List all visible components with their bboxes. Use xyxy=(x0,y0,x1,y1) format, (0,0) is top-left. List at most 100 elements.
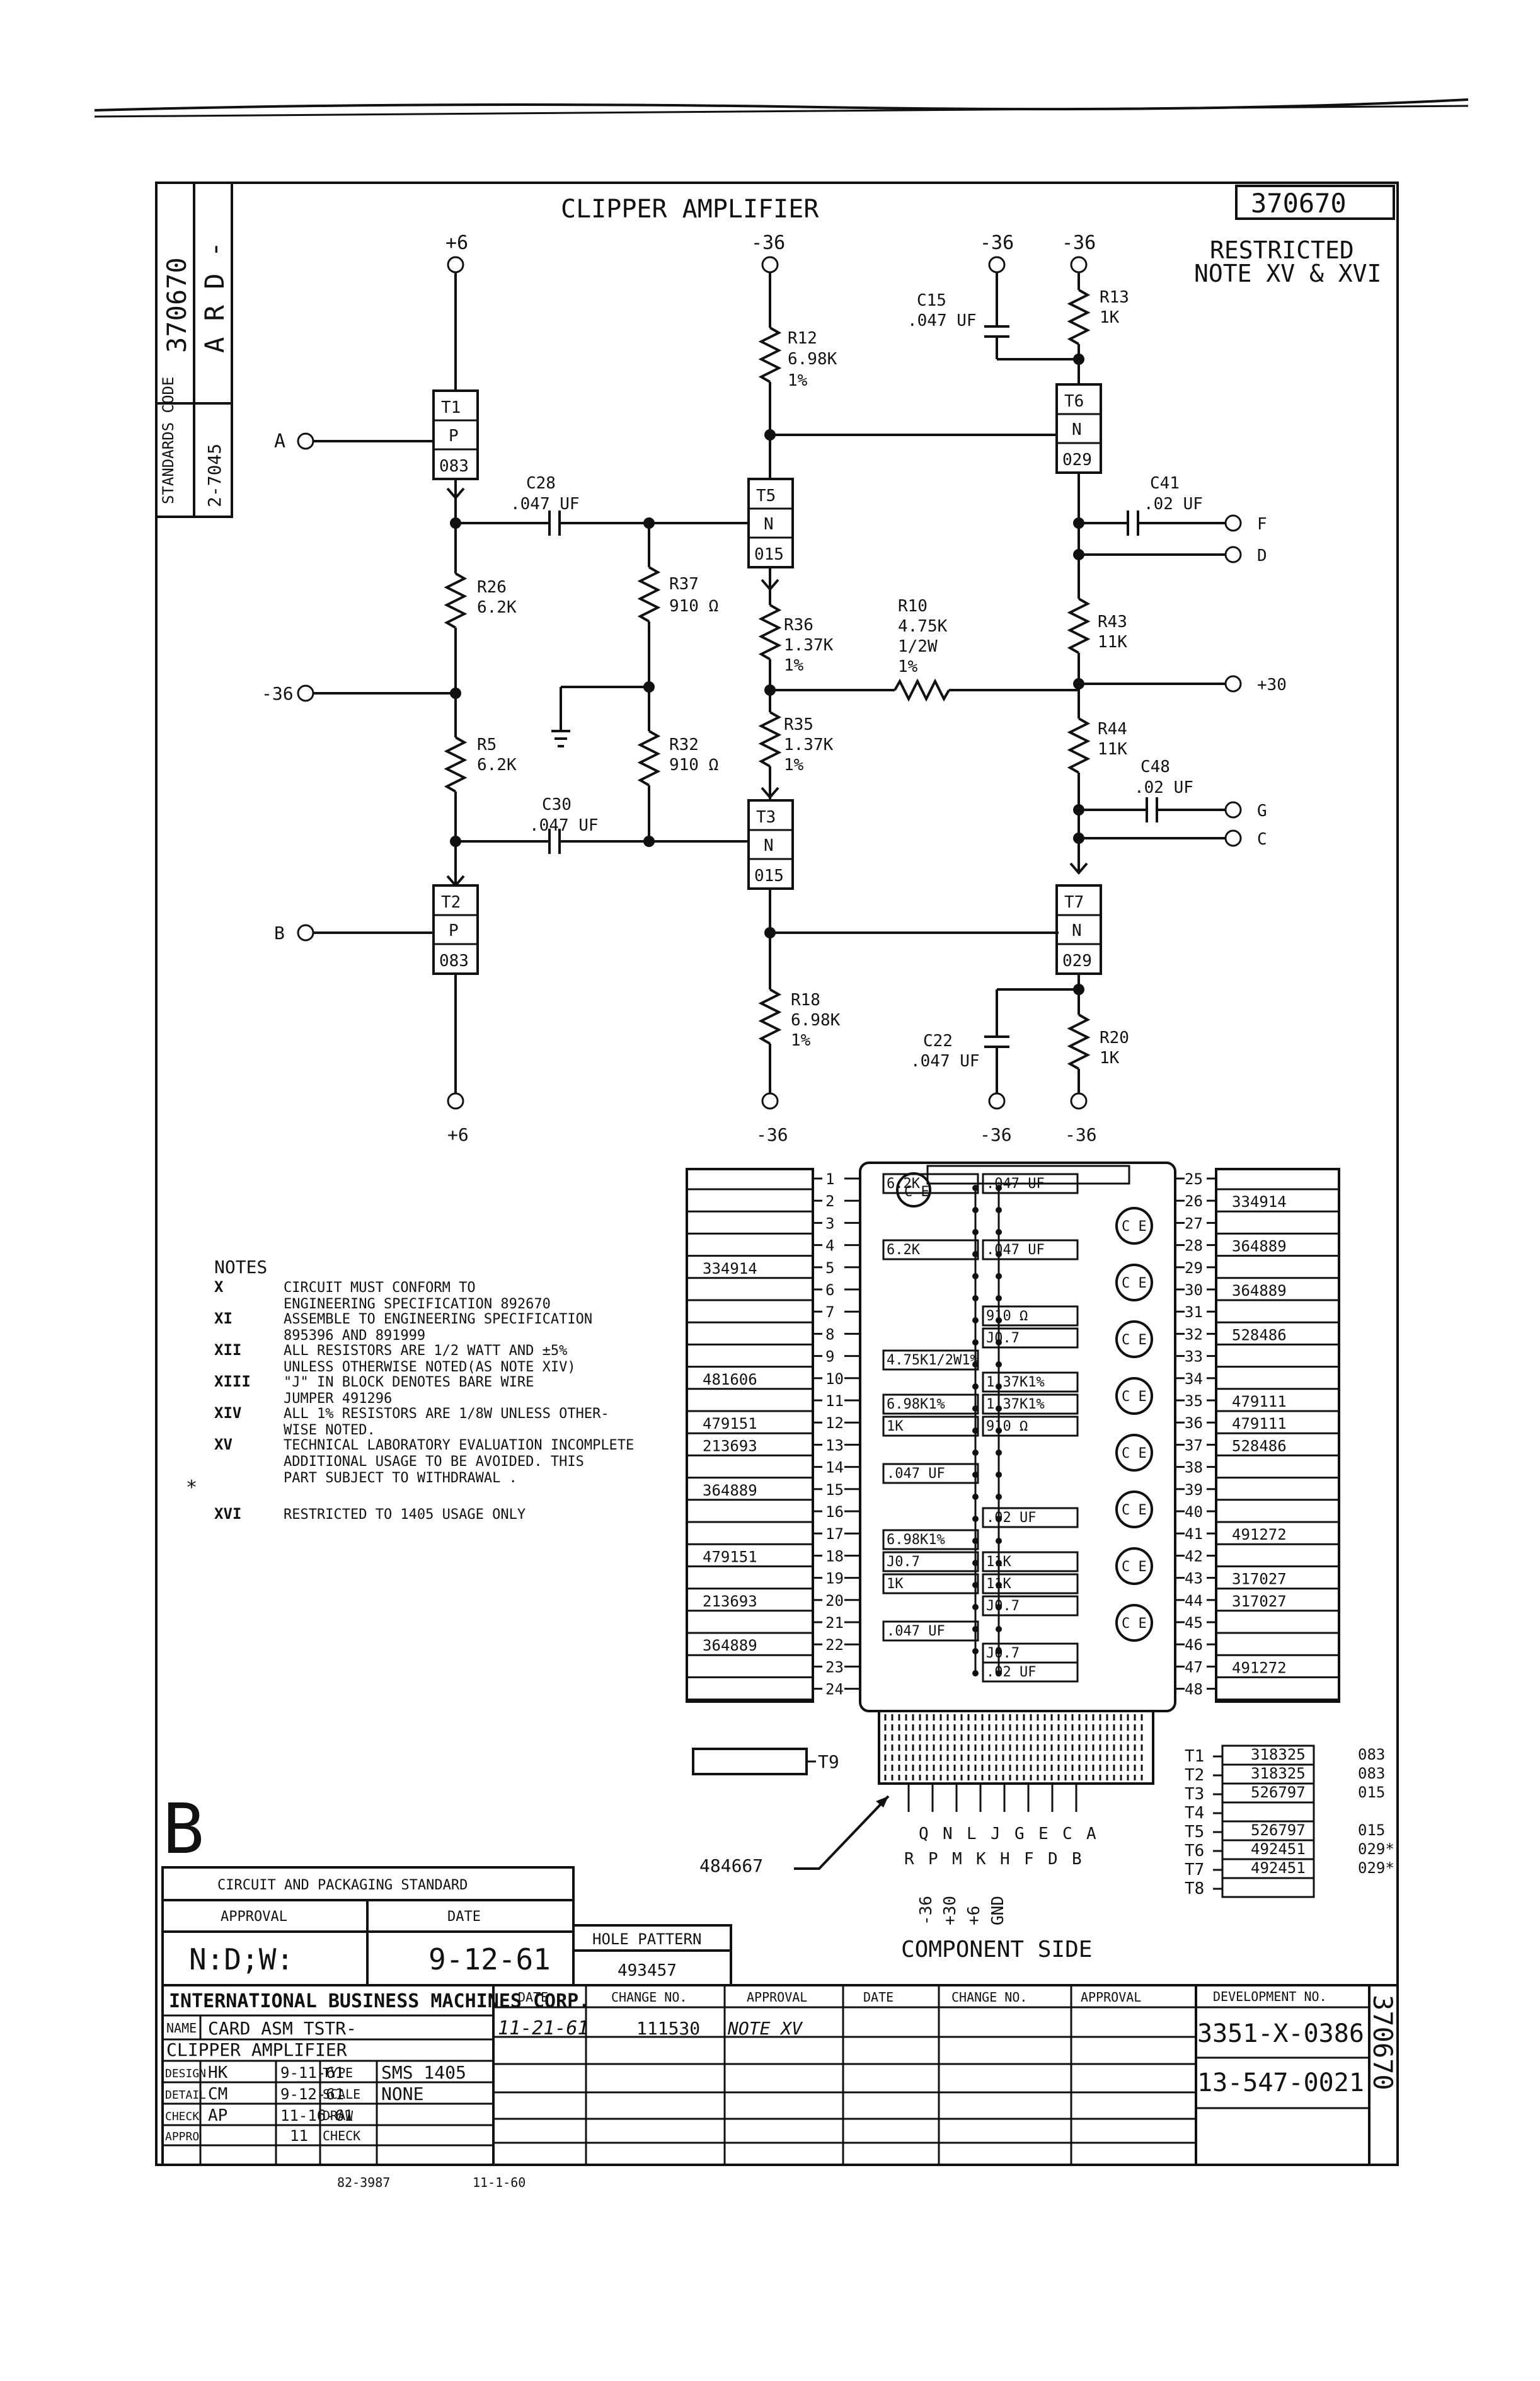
board-component-label: J0.7 xyxy=(986,1646,1020,1661)
board-transistor-1 xyxy=(1115,1207,1153,1245)
revision-letter: B xyxy=(163,1789,204,1869)
note-line: CIRCUIT MUST CONFORM TO xyxy=(284,1280,476,1296)
transistor-list-code: 029* xyxy=(1358,1859,1394,1877)
note-line: RESTRICTED TO 1405 USAGE ONLY xyxy=(284,1507,526,1523)
pin-voltage: GND xyxy=(989,1896,1008,1925)
terminal-c xyxy=(1224,829,1242,847)
left-pin-number: 1 xyxy=(825,1170,834,1188)
pin-letter-upper: A xyxy=(1086,1825,1096,1843)
pin-letter-upper: J xyxy=(991,1825,1001,1843)
design-label: DESIGN xyxy=(165,2067,206,2080)
pin-letter-lower: P xyxy=(928,1850,938,1869)
r18-name: R18 xyxy=(791,991,820,1010)
left-pin-number: 22 xyxy=(825,1636,844,1654)
right-pin-number: 44 xyxy=(1185,1592,1203,1610)
terminal-b xyxy=(297,924,314,942)
revision-approval: NOTE XV xyxy=(727,2018,803,2039)
board-transistor-label: C E xyxy=(1122,1332,1147,1348)
pin-letter-upper: L xyxy=(967,1825,977,1843)
t1-block xyxy=(432,389,479,480)
board-component-label: 1K xyxy=(887,1419,904,1434)
transistor-list-code: 015 xyxy=(1358,1784,1385,1801)
revision-header: DATE xyxy=(518,1990,548,2005)
left-pin-number: 23 xyxy=(825,1658,844,1676)
r10-resistor xyxy=(894,678,950,702)
right-pin-number: 45 xyxy=(1185,1614,1203,1632)
r5-value: 6.2K xyxy=(477,756,517,775)
right-part-number: 479111 xyxy=(1232,1393,1287,1410)
right-pin-number: 41 xyxy=(1185,1525,1203,1543)
right-pin-number: 48 xyxy=(1185,1681,1203,1698)
hole-pattern-value: 493457 xyxy=(618,1961,677,1980)
c30-value: .047 UF xyxy=(529,816,599,835)
revision-header: DATE xyxy=(863,1990,894,2005)
r20-resistor xyxy=(1067,1013,1091,1070)
t7-name: T7 xyxy=(1064,893,1084,912)
detail-date: 9-12-61 xyxy=(280,2085,344,2103)
r18-supply-label: -36 xyxy=(756,1124,788,1145)
note-line: UNLESS OTHERWISE NOTED(AS NOTE XIV) xyxy=(284,1359,576,1375)
note-line: ALL 1% RESISTORS ARE 1/8W UNLESS OTHER- xyxy=(284,1406,609,1422)
t6-number: 029 xyxy=(1062,451,1092,470)
board-transistor-3 xyxy=(1115,1320,1153,1358)
left-pin-number: 21 xyxy=(825,1614,844,1632)
r26-name: R26 xyxy=(477,578,507,597)
right-pin-number: 42 xyxy=(1185,1547,1203,1565)
left-pin-number: 6 xyxy=(825,1281,834,1299)
board-transistor-label: C E xyxy=(1122,1616,1147,1632)
board-transistor-label: C E xyxy=(904,1184,929,1200)
pin-letter-lower: R xyxy=(904,1850,914,1869)
terminal-d-label: D xyxy=(1257,546,1267,565)
board-component-label: 6.98K1% xyxy=(887,1397,945,1412)
r32-value: 910 Ω xyxy=(669,756,718,775)
r36-tolerance: 1% xyxy=(784,656,804,675)
left-pin-number: 8 xyxy=(825,1325,834,1343)
r20-value: 1K xyxy=(1100,1049,1120,1068)
revision-header: CHANGE NO. xyxy=(611,1990,687,2005)
r5-resistor xyxy=(444,736,468,793)
terminal-f-label: F xyxy=(1257,515,1267,534)
r18-tolerance: 1% xyxy=(791,1031,811,1050)
right-pin-number: 39 xyxy=(1185,1481,1203,1499)
transistor-list-part: 526797 xyxy=(1251,1784,1306,1801)
left-pin-number: 17 xyxy=(825,1525,844,1543)
board-transistor-8 xyxy=(1115,1604,1153,1642)
board-component-label: .02 UF xyxy=(986,1510,1036,1526)
c22-name: C22 xyxy=(923,1032,953,1051)
left-pin-number: 24 xyxy=(825,1681,844,1698)
r26-resistor xyxy=(444,572,468,629)
left-pin-number: 12 xyxy=(825,1414,844,1432)
board-transistor-5 xyxy=(1115,1434,1153,1472)
right-pin-number: 38 xyxy=(1185,1459,1203,1477)
design-date: 9-11-61 xyxy=(280,2064,344,2082)
terminal-a-label: A xyxy=(274,430,285,453)
title-block: B CIRCUIT AND PACKAGING STANDARD APPROVA… xyxy=(161,1789,1399,2190)
right-part-number: 479111 xyxy=(1232,1415,1287,1433)
c15-supply-label: -36 xyxy=(980,232,1014,254)
right-pin-number: 46 xyxy=(1185,1636,1203,1654)
note-line: TECHNICAL LABORATORY EVALUATION INCOMPLE… xyxy=(284,1438,634,1453)
right-part-number: 528486 xyxy=(1232,1437,1287,1455)
board-component-label: .047 UF xyxy=(887,1466,945,1482)
r43-value: 11K xyxy=(1098,633,1127,652)
date-label: DATE xyxy=(447,1909,481,1925)
right-pin-number: 26 xyxy=(1185,1192,1203,1210)
revision-date: 11-21-61 xyxy=(498,2017,589,2039)
r37-value: 910 Ω xyxy=(669,597,718,616)
c28-name: C28 xyxy=(526,474,556,493)
left-part-number: 479151 xyxy=(703,1548,757,1565)
scale-value: NONE xyxy=(381,2084,423,2104)
left-pin-number: 20 xyxy=(825,1592,844,1610)
r32-name: R32 xyxy=(669,735,699,754)
transistor-list-part: 526797 xyxy=(1251,1821,1306,1839)
left-part-number: 213693 xyxy=(703,1437,757,1455)
note-line: ADDITIONAL USAGE TO BE AVOIDED. THIS xyxy=(284,1454,584,1470)
development-number-1: 3351-X-0386 xyxy=(1197,2019,1364,2048)
board-transistor-label: C E xyxy=(1122,1219,1147,1235)
board-transistor-label: C E xyxy=(1122,1502,1147,1518)
right-part-number: 334914 xyxy=(1232,1193,1287,1211)
top-border-stroke-2 xyxy=(94,105,1469,118)
r12-tolerance: 1% xyxy=(788,371,808,390)
board-transistor-2 xyxy=(1115,1264,1153,1301)
board-component xyxy=(982,1661,1079,1683)
